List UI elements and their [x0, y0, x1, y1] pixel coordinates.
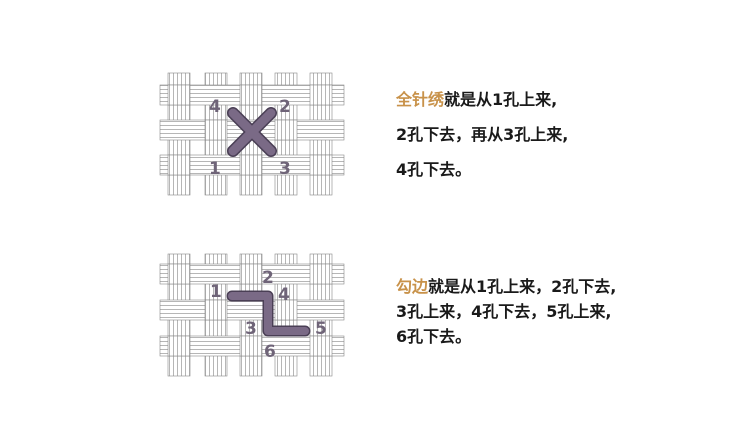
cross-stitch-mark — [227, 107, 277, 157]
instruction-text: 就是从1孔上来, — [444, 90, 558, 109]
hole-label-1: 1 — [210, 282, 222, 302]
outline-stitch-title: 勾边 — [396, 277, 429, 296]
hole-label-4: 4 — [209, 97, 221, 117]
instruction-line-1: 全针绣就是从1孔上来, — [396, 88, 568, 123]
instruction-line-1: 勾边就是从1孔上来，2孔下去, — [396, 276, 616, 301]
hole-label-2: 2 — [279, 97, 291, 117]
full-stitch-title: 全针绣 — [396, 90, 445, 109]
full-stitch-instructions: 全针绣就是从1孔上来, 2孔下去，再从3孔上来, 4孔下去。 — [396, 88, 568, 193]
weave-grid-2 — [159, 253, 345, 377]
hole-label-5: 5 — [315, 319, 327, 339]
hole-label-6: 6 — [264, 342, 276, 362]
hole-label-3: 3 — [279, 159, 291, 179]
instruction-line-3: 4孔下去。 — [396, 160, 472, 179]
outline-stitch-instructions: 勾边就是从1孔上来，2孔下去, 3孔上来，4孔下去，5孔上来, 6孔下去。 — [396, 276, 616, 351]
instruction-line-2: 3孔上来，4孔下去，5孔上来, — [396, 302, 612, 321]
instruction-line-3: 6孔下去。 — [396, 327, 472, 346]
hole-label-2: 2 — [262, 268, 274, 288]
hole-label-4: 4 — [278, 285, 290, 305]
instruction-text: 就是从1孔上来，2孔下去, — [428, 277, 617, 296]
hole-label-1: 1 — [209, 159, 221, 179]
outline-stitch-mark — [226, 290, 311, 337]
hole-label-3: 3 — [245, 319, 257, 339]
instruction-line-2: 2孔下去，再从3孔上来, — [396, 125, 569, 144]
